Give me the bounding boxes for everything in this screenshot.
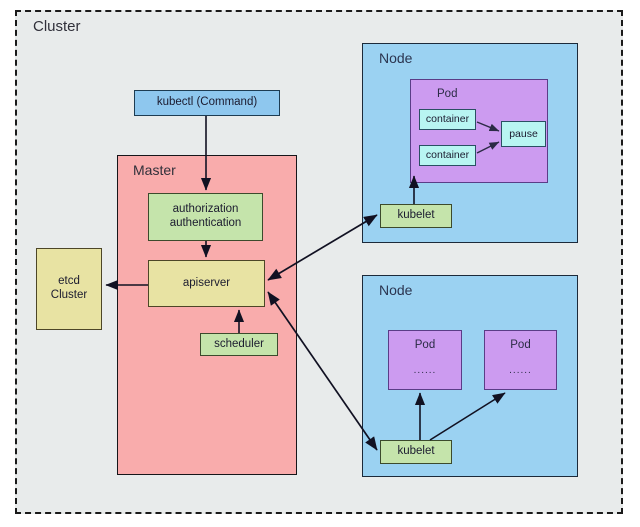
kubectl-box[interactable]: kubectl (Command) — [134, 90, 280, 116]
pod-label-node2-2: Pod — [510, 339, 531, 351]
kubelet-box-node2[interactable]: kubelet — [380, 440, 452, 464]
master-label: Master — [133, 162, 176, 178]
scheduler-box[interactable]: scheduler — [200, 333, 278, 356]
kubelet-box-node1[interactable]: kubelet — [380, 204, 452, 228]
node-label-1: Node — [379, 50, 413, 66]
etcd-cluster-box[interactable]: etcd Cluster — [36, 248, 102, 330]
pod-label-node1: Pod — [437, 88, 458, 100]
authorization-authentication-box[interactable]: authorization authentication — [148, 193, 263, 241]
container-box-1[interactable]: container — [419, 109, 476, 130]
container-box-2[interactable]: container — [419, 145, 476, 166]
pod-container-node2-2: Pod ...... — [484, 330, 557, 390]
cluster-label: Cluster — [33, 18, 81, 35]
apiserver-box[interactable]: apiserver — [148, 260, 265, 307]
pod-container-node2-1: Pod ...... — [388, 330, 462, 390]
node-label-2: Node — [379, 282, 413, 298]
pod-dots-node2-1: ...... — [413, 365, 437, 376]
pod-label-node2-1: Pod — [414, 339, 436, 351]
pause-container-box[interactable]: pause — [501, 121, 546, 147]
pod-dots-node2-2: ...... — [509, 365, 532, 376]
